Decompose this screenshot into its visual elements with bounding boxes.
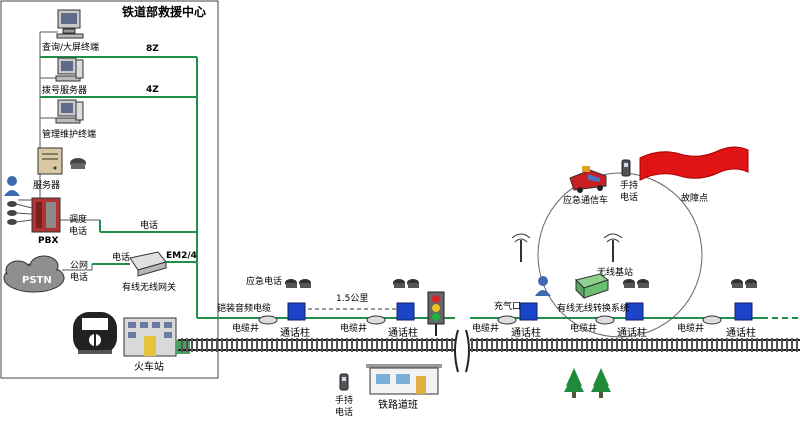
rail-shift-label: 铁路道班: [378, 398, 418, 411]
train-icon: [73, 312, 117, 354]
cable-well-label-5: 电缆井: [677, 322, 704, 334]
call-post-2: [393, 279, 419, 321]
antenna-icon-center: [603, 233, 623, 262]
query-terminal-label: 查询/大屏终端: [42, 41, 99, 53]
fault-point-shape: [639, 146, 749, 181]
em-label: EM2/4: [166, 251, 197, 261]
public-phone-label-2: 电话: [70, 271, 88, 283]
call-post-3-label: 通话柱: [511, 326, 541, 339]
link-4z-label: 4Z: [146, 85, 159, 95]
converter-device-icon: [575, 273, 610, 300]
pbx-icon: [31, 197, 61, 233]
rescue-center-frame: [0, 0, 219, 379]
link-8z-label: 8Z: [146, 44, 159, 54]
cable-well-icons: [258, 315, 722, 325]
public-phone-label-1: 公网: [70, 260, 88, 271]
call-post-4-label: 通话柱: [617, 326, 647, 339]
vehicle-handheld-label-1: 手持: [620, 179, 638, 191]
rail-track-right: [470, 338, 800, 352]
server-label: 服务器: [33, 179, 60, 191]
vehicle-label: 应急通信车: [563, 194, 608, 206]
rail-track-left: [178, 338, 455, 352]
antenna-icon-left: [511, 233, 531, 262]
call-post-1: [285, 279, 311, 321]
admin-terminal-label: 管理维护终端: [42, 128, 96, 140]
emergency-vehicle-icon: [569, 166, 607, 193]
station-label: 火车站: [134, 360, 164, 373]
cable-well-label-2: 电缆井: [340, 322, 367, 334]
dial-server-icon: [55, 57, 84, 82]
technician-person-icon: [535, 276, 551, 296]
call-post-4: [623, 279, 649, 321]
call-post-5-label: 通话柱: [726, 326, 756, 339]
handheld-label-1: 手持: [335, 394, 353, 406]
desk-phone-icon: [70, 158, 86, 169]
cable-well-label-1: 电缆井: [232, 322, 259, 334]
vehicle-handheld-icon: [621, 159, 631, 177]
pbx-phones-icon: [7, 201, 33, 225]
charge-port-label: 充气口: [494, 300, 521, 312]
gateway-label: 有线无线网关: [122, 281, 176, 293]
pstn-cloud-icon: [3, 255, 65, 293]
dispatch-phone-label-1: 调度: [69, 213, 87, 225]
track-break-right: [465, 329, 470, 373]
call-post-1-label: 通话柱: [280, 326, 310, 339]
base-station-label: 无线基站: [597, 266, 633, 278]
wireless-coverage-ring: [537, 172, 703, 338]
phone-label-2: 电话: [112, 251, 130, 263]
tree-icons: [564, 368, 611, 398]
gateway-icon: [129, 251, 167, 277]
cable-well-label-3: 电缆井: [472, 322, 499, 334]
track-break-left: [454, 329, 459, 373]
fault-point-label: 故障点: [681, 192, 708, 204]
armored-cable-label: 铠装音频电缆: [217, 302, 271, 314]
admin-terminal-icon: [55, 99, 84, 124]
server-icon: [37, 147, 63, 175]
distance-label: 1.5公里: [336, 293, 368, 304]
converter-label: 有线无线转换系统: [557, 302, 629, 314]
query-terminal-icon: [56, 9, 84, 39]
rescue-center-title: 铁道部救援中心: [122, 4, 206, 19]
dispatch-phone-label-2: 电话: [69, 225, 87, 237]
handheld-phone-icon: [339, 373, 349, 391]
vehicle-handheld-label-2: 电话: [620, 191, 638, 203]
call-post-5: [731, 279, 757, 321]
rail-shift-building-icon: [366, 364, 442, 395]
handheld-label-2: 电话: [335, 406, 353, 418]
station-building-icon: [123, 317, 190, 357]
phone-label-1: 电话: [140, 219, 158, 231]
traffic-signal-icon: [427, 291, 445, 336]
dial-server-label: 拨号服务器: [42, 84, 87, 96]
pstn-label: PSTN: [22, 275, 52, 286]
call-post-3: [519, 302, 538, 321]
pbx-label: PBX: [38, 236, 58, 246]
call-post-2-label: 通话柱: [388, 326, 418, 339]
emergency-phone-label: 应急电话: [246, 275, 282, 287]
operator-person-icon: [4, 176, 20, 196]
